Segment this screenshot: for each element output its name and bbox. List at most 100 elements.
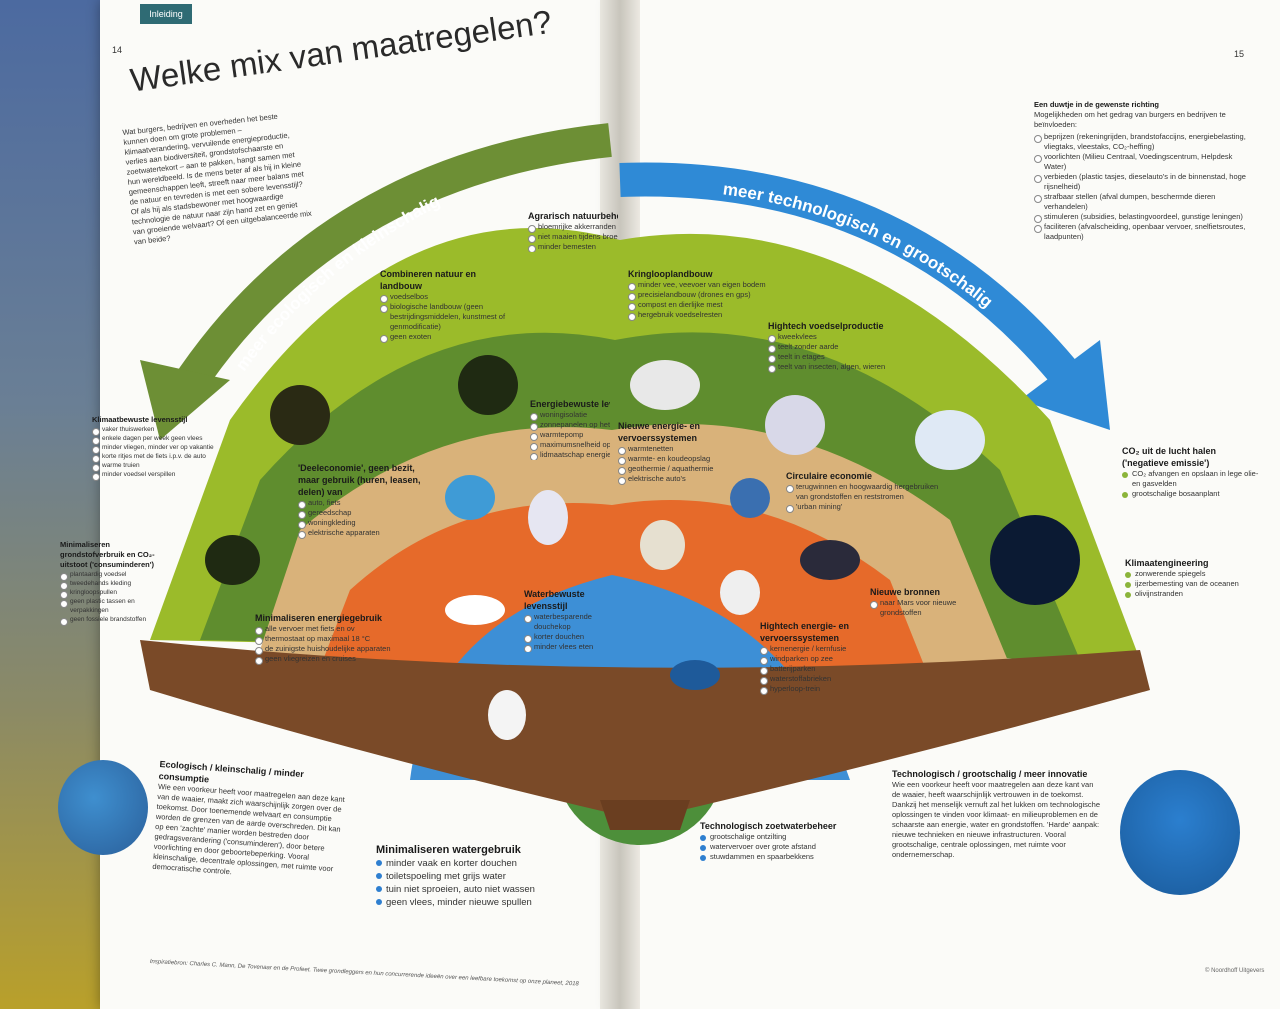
bottom-right-block: Technologisch / grootschalig / meer inno… — [892, 768, 1102, 860]
bottom-right-body: Wie een voorkeur heeft voor maatregelen … — [892, 780, 1101, 859]
nuclear-plant-icon — [720, 570, 760, 615]
list-item: geen plastic tassen en verpakkingen — [60, 597, 175, 615]
group-hightech-energie: Hightech energie- en vervoerssystemen ke… — [760, 620, 900, 695]
group-energiebewust: Energiebewuste levensstijl woningisolati… — [530, 398, 610, 460]
group-title: Hightech energie- en vervoerssystemen — [760, 621, 850, 643]
blue-arrowhead — [1020, 340, 1110, 430]
list-item: auto, fiets — [298, 498, 438, 509]
list-item: warme truien — [92, 461, 222, 472]
reservoir-icon — [670, 660, 720, 690]
blue-arrow — [619, 162, 1084, 391]
list-item: tuin niet sproeien, auto niet wassen — [376, 883, 576, 896]
group-title: Klimaatbewuste levensstijl — [92, 415, 188, 424]
list-item: warmtenetten — [618, 444, 728, 455]
nudge-item: stimuleren (subsidies, belastingvoordeel… — [1034, 212, 1254, 223]
group-hightech-voedsel: Hightech voedselproductie kweekvlees tee… — [768, 320, 928, 373]
toilet-icon — [488, 690, 526, 740]
list-item: ijzerbemesting van de oceanen — [1125, 579, 1260, 589]
list-item: geothermie / aquathermie — [618, 464, 728, 475]
technological-scene-icon — [1120, 770, 1240, 895]
list-item: zonnepanelen op het dak — [530, 420, 610, 431]
group-watergebruik: Minimaliseren watergebruik minder vaak e… — [376, 843, 576, 909]
list-item: windparken op zee — [760, 654, 900, 665]
group-title: Technologisch zoetwaterbeheer — [700, 821, 837, 831]
group-title: Waterbewuste levensstijl — [524, 589, 585, 611]
storage-block-icon — [640, 520, 685, 570]
factory-icon — [915, 410, 985, 470]
group-title: 'Deeleconomie', geen bezit, maar gebruik… — [298, 463, 421, 497]
toolbox-icon — [445, 475, 495, 520]
green-arrow — [170, 123, 612, 400]
list-item: CO₂ afvangen en opslaan in lege olie- en… — [1122, 469, 1262, 489]
list-item: warmtepomp — [530, 430, 610, 441]
list-item: terugwinnen en hoogwaardig hergebruiken … — [786, 482, 946, 502]
list-item: woningkleding — [298, 518, 438, 529]
list-item: maximumsnelheid op de weg — [530, 440, 610, 451]
bottom-left-block: Ecologisch / kleinschalig / minder consu… — [152, 758, 349, 885]
list-item: compost en dierlijke mest — [628, 300, 798, 311]
list-item: 'urban mining' — [786, 502, 946, 513]
group-nieuwe-bronnen: Nieuwe bronnen naar Mars voor nieuwe gro… — [870, 586, 990, 618]
list-item: gereedschap — [298, 508, 438, 519]
robot-arm-icon — [765, 395, 825, 455]
group-agrarisch: Agrarisch natuurbeheer bloemrijke akkerr… — [528, 210, 618, 252]
list-item: kernenergie / kernfusie — [760, 644, 900, 655]
list-item: grootschalige bosaanplant — [1122, 489, 1262, 499]
tree-icon — [458, 355, 518, 415]
group-title: Energiebewuste levensstijl — [530, 399, 610, 409]
nudge-list: beprijzen (rekeningrijden, brandstofacci… — [1034, 132, 1254, 242]
list-item: olivijnstranden — [1125, 589, 1260, 599]
list-item: teelt in etages — [768, 352, 928, 363]
space-mirror-icon — [990, 515, 1080, 605]
group-deeleconomie: 'Deeleconomie', geen bezit, maar gebruik… — [298, 462, 438, 539]
list-item: alle vervoer met fiets en ov — [255, 624, 440, 635]
section-tab: Inleiding — [140, 4, 192, 24]
group-energie-vervoer: Nieuwe energie- en vervoerssystemen warm… — [618, 420, 728, 485]
group-title: Combineren natuur en landbouw — [380, 269, 477, 291]
list-item: batterijparken — [760, 664, 900, 675]
list-item: toiletspoeling met grijs water — [376, 870, 576, 883]
group-waterbewust: Waterbewuste levensstijl waterbesparende… — [524, 588, 602, 652]
list-item: korter douchen — [524, 632, 602, 643]
list-item: grootschalige ontzilting — [700, 832, 870, 842]
group-kringloop: Kringlooplandbouw minder vee, veevoer va… — [628, 268, 798, 321]
footer-copyright: © Noordhoff Uitgevers — [1205, 968, 1265, 974]
group-zoetwater: Technologisch zoetwaterbeheer grootschal… — [700, 820, 870, 862]
nudge-item: strafbaar stellen (afval dumpen, bescher… — [1034, 192, 1254, 212]
list-item: de zuinigste huishoudelijke apparaten — [255, 644, 440, 655]
nudge-title: Een duwtje in de gewenste richting — [1034, 100, 1160, 109]
mars-rover-icon — [800, 540, 860, 580]
list-item: tweedehands kleding — [60, 579, 175, 590]
list-item: precisielandbouw (drones en gps) — [628, 290, 798, 301]
list-item: hergebruik voedselresten — [628, 310, 798, 321]
list-item: geen vliegreizen en cruises — [255, 654, 440, 665]
list-item: zonwerende spiegels — [1125, 569, 1260, 579]
recycle-cube-icon — [730, 478, 770, 518]
list-item: minder vliegen, minder ver op vakantie — [92, 443, 222, 454]
group-energiegebruik: Minimaliseren energiegebruik alle vervoe… — [255, 612, 440, 665]
ecological-scene-icon — [58, 760, 148, 855]
list-item: hyperloop-trein — [760, 684, 900, 695]
nudge-item: beprijzen (rekeningrijden, brandstofacci… — [1034, 132, 1254, 152]
group-title: Agrarisch natuurbeheer — [528, 211, 618, 221]
list-item: korte ritjes met de fiets i.p.v. de auto — [92, 452, 222, 463]
group-title: CO₂ uit de lucht halen ('negatieve emiss… — [1122, 446, 1217, 468]
list-item: biologische landbouw (geen bestrijdingsm… — [380, 302, 520, 332]
group-klimaatengineering: Klimaatengineering zonwerende spiegels i… — [1125, 557, 1260, 599]
list-item: thermostaat op maximaal 18 °C — [255, 634, 440, 645]
list-item: stuwdammen en spaarbekkens — [700, 852, 870, 862]
group-title: Circulaire economie — [786, 471, 873, 481]
nudge-item: voorlichten (Milieu Centraal, Voedingsce… — [1034, 152, 1254, 172]
group-title: Minimaliseren energiegebruik — [255, 613, 383, 623]
list-item: elektrische apparaten — [298, 528, 438, 539]
list-item: minder voedsel verspillen — [92, 470, 222, 481]
list-item: kringloopspullen — [60, 588, 175, 599]
group-circulair: Circulaire economie terugwinnen en hoogw… — [786, 470, 946, 513]
list-item: waterstoffabrieken — [760, 674, 900, 685]
vegetables-icon — [205, 535, 260, 585]
list-item: warmte- en koudeopslag — [618, 454, 728, 465]
group-title: Nieuwe bronnen — [870, 587, 941, 597]
group-klimaatbewust: Klimaatbewuste levensstijl vaker thuiswe… — [92, 415, 222, 481]
drone-icon — [630, 360, 700, 410]
list-item: minder vlees eten — [524, 642, 602, 652]
